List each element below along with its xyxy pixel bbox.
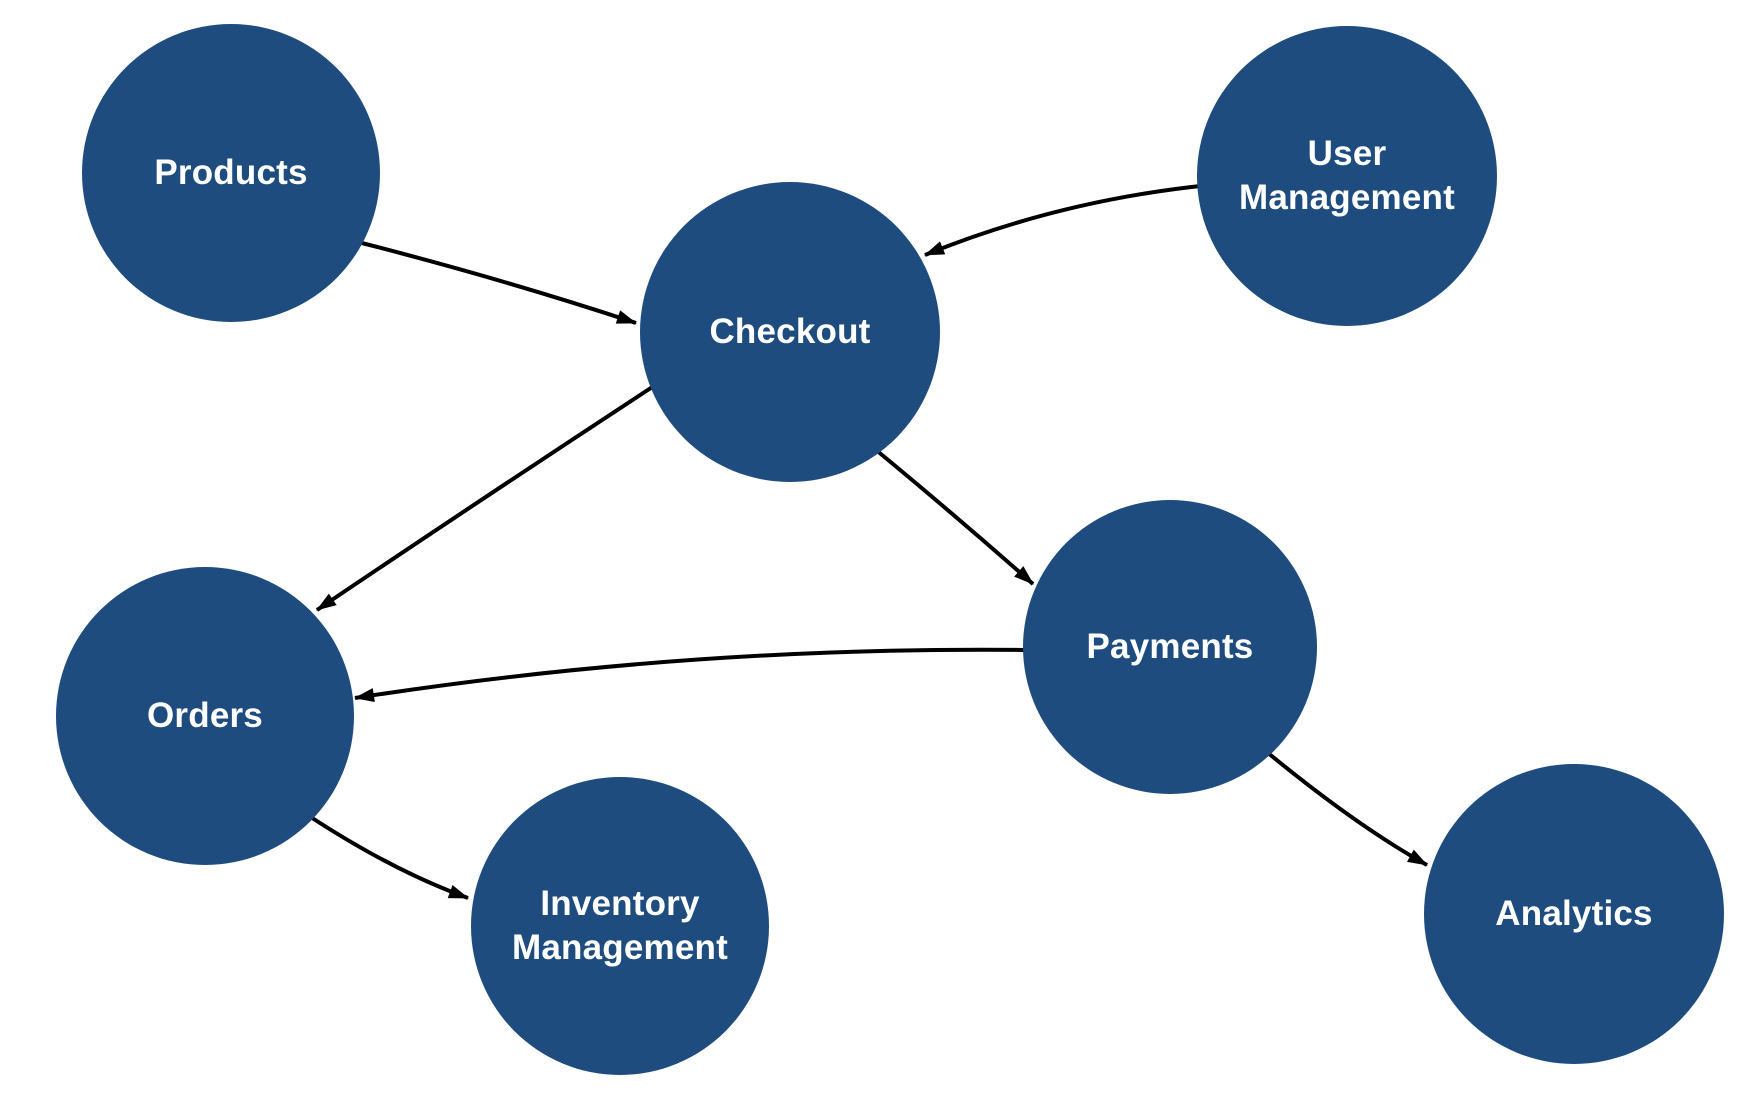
edge-products-checkout [349,238,637,325]
edge-orders-inventory-management [298,808,469,900]
node-label-orders: Orders [147,696,263,735]
node-label-inventory-management: Inventory Management [512,884,728,967]
node-label-checkout: Checkout [709,312,871,351]
node-inventory-management[interactable]: Inventory Management [471,777,769,1075]
node-products[interactable]: Products [82,24,380,322]
edge-checkout-orders [315,380,662,612]
node-payments[interactable]: Payments [1023,500,1317,794]
edge-user-management-checkout [924,183,1211,257]
node-label-analytics: Analytics [1495,894,1653,933]
node-user-management[interactable]: User Management [1197,26,1497,326]
edge-checkout-payments [868,443,1035,586]
edge-payments-analytics [1260,746,1428,867]
node-orders[interactable]: Orders [56,567,354,865]
node-checkout[interactable]: Checkout [640,182,940,482]
edge-payments-orders [354,647,1031,703]
node-analytics[interactable]: Analytics [1424,764,1724,1064]
node-label-products: Products [154,153,308,192]
node-label-payments: Payments [1086,627,1254,666]
node-label-user-management: User Management [1239,134,1455,217]
